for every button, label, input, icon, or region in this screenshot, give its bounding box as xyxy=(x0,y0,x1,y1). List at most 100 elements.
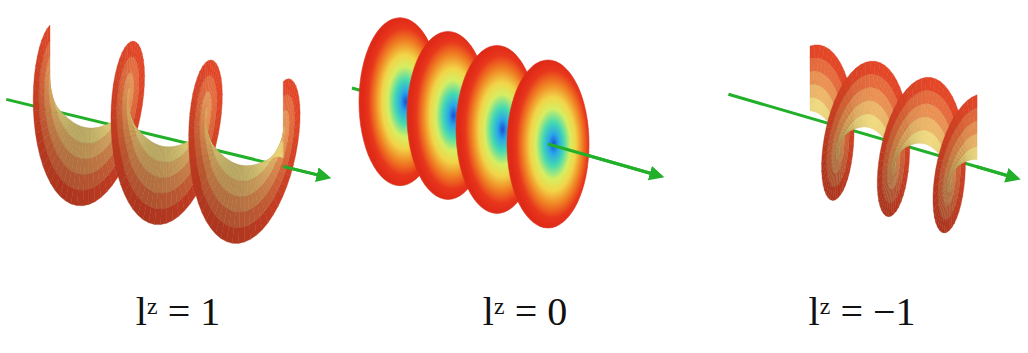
wavefront-patch xyxy=(249,207,255,224)
wavefront-patch xyxy=(39,101,45,111)
wavefront-patch xyxy=(283,111,284,128)
wavefront-patch xyxy=(200,141,207,149)
wavefront-patch xyxy=(281,127,285,143)
wavefront-patch xyxy=(866,88,870,102)
wavefront-patch xyxy=(283,95,285,112)
wavefront-patch xyxy=(93,170,99,187)
propagation-arrow xyxy=(977,167,1016,178)
wavefront-patch xyxy=(89,143,93,159)
wavefront-patch xyxy=(117,120,123,130)
wavefront-patch xyxy=(810,71,814,85)
wavefront-patch xyxy=(277,142,281,157)
propagation-arrow xyxy=(548,144,660,176)
wavefront-patch xyxy=(89,172,94,189)
wavefront-patch xyxy=(938,151,945,161)
wavefront-patch xyxy=(921,130,923,143)
planar-wavefront xyxy=(359,18,589,228)
wavefront-patch xyxy=(39,111,46,121)
wavefront-patch xyxy=(206,76,208,93)
wavefront-patch xyxy=(83,189,89,206)
wavefront-patch xyxy=(189,148,196,160)
wavefront-patch xyxy=(128,42,131,59)
wavefront-patch xyxy=(916,78,921,93)
wavefront-patch xyxy=(810,98,812,111)
wavefront-patch xyxy=(921,104,925,118)
wavefront-patch xyxy=(934,168,941,178)
wavefront-patch xyxy=(89,157,93,173)
wavefront-patch xyxy=(949,190,950,205)
helical-wavefront xyxy=(810,45,977,233)
wavefront-patch xyxy=(129,73,132,89)
quantum-number-label: lᶻ = 1 xyxy=(136,290,221,334)
wavefront-patch xyxy=(894,186,896,201)
wavefront-patch xyxy=(838,183,841,198)
wavefront-patch xyxy=(278,141,282,156)
wavefront-patch xyxy=(128,73,129,90)
wavefront-patch xyxy=(195,148,202,158)
wavefront-patch xyxy=(113,149,121,164)
wavefront-patch xyxy=(810,85,813,98)
wavefront-patch xyxy=(824,128,831,137)
wavefront-patch xyxy=(894,199,897,214)
wavefront-patch xyxy=(89,128,92,143)
quantum-number-label: lᶻ = −1 xyxy=(808,290,915,334)
wavefront-patch xyxy=(33,110,40,122)
wavefront-patch xyxy=(171,188,177,205)
wavefront-patch xyxy=(111,129,118,141)
wavefront-patch xyxy=(244,180,248,196)
wavefront-patch xyxy=(167,147,170,162)
wavefront-patch xyxy=(206,61,209,78)
wavefront-patch xyxy=(949,203,951,218)
wavefront-patch xyxy=(936,160,943,169)
wavefront-patch xyxy=(282,142,283,158)
wavefront-patch xyxy=(926,77,932,90)
wavefront-patch xyxy=(861,62,866,77)
wavefront-patch xyxy=(189,136,195,148)
wavefront-patch xyxy=(921,91,925,105)
propagation-axis xyxy=(6,99,327,177)
wavefront-patch xyxy=(866,74,870,88)
quantum-number-label: lᶻ = 0 xyxy=(483,290,568,334)
wavefront-patch xyxy=(879,152,886,162)
wavefront-disc xyxy=(507,60,589,228)
wavefront-patch xyxy=(111,117,117,129)
wavefront-patch xyxy=(880,144,887,153)
wavefront-patch xyxy=(838,158,839,173)
wavefront-patch xyxy=(814,45,820,58)
wavefront-patch xyxy=(866,101,869,114)
wavefront-patch xyxy=(128,57,130,74)
propagation-arrow xyxy=(283,167,327,178)
wavefront-patch xyxy=(282,126,284,142)
wavefront-patch xyxy=(89,187,95,205)
helical-wavefront xyxy=(33,25,300,243)
wavefront-patch xyxy=(921,77,926,91)
wavefront-patch xyxy=(281,141,283,157)
wavefront-patch xyxy=(167,206,173,224)
wavefront-patch xyxy=(810,45,815,59)
wavefront-patch xyxy=(866,61,871,75)
wavefront-patch xyxy=(282,126,284,142)
wavefront-patch xyxy=(244,166,247,181)
wavefront-patch xyxy=(167,162,171,178)
wavefront-patch xyxy=(284,110,287,126)
propagation-axis xyxy=(728,94,1016,178)
wavefront-patch xyxy=(207,92,210,108)
wavefront-patch xyxy=(44,104,51,112)
wavefront-patch xyxy=(117,130,124,140)
wavefront-patch xyxy=(167,191,172,208)
wavefront-patch xyxy=(826,118,833,128)
wavefront-patch xyxy=(167,176,171,192)
wavefront-patch xyxy=(33,98,39,110)
wavefront-patch xyxy=(949,215,952,230)
wavefront-patch xyxy=(870,61,876,74)
wavefront-patch xyxy=(244,195,248,211)
wavefront-patch xyxy=(238,227,244,244)
wavefront-patch xyxy=(244,225,250,243)
wavefront-patch xyxy=(894,174,895,189)
wavefront-patch xyxy=(838,170,840,185)
wavefront-patch xyxy=(282,126,285,142)
wavefront-patch xyxy=(191,168,199,183)
wavefront-patch xyxy=(283,79,286,96)
wavefront-patch xyxy=(206,92,207,109)
wavefront-patch xyxy=(35,130,43,145)
